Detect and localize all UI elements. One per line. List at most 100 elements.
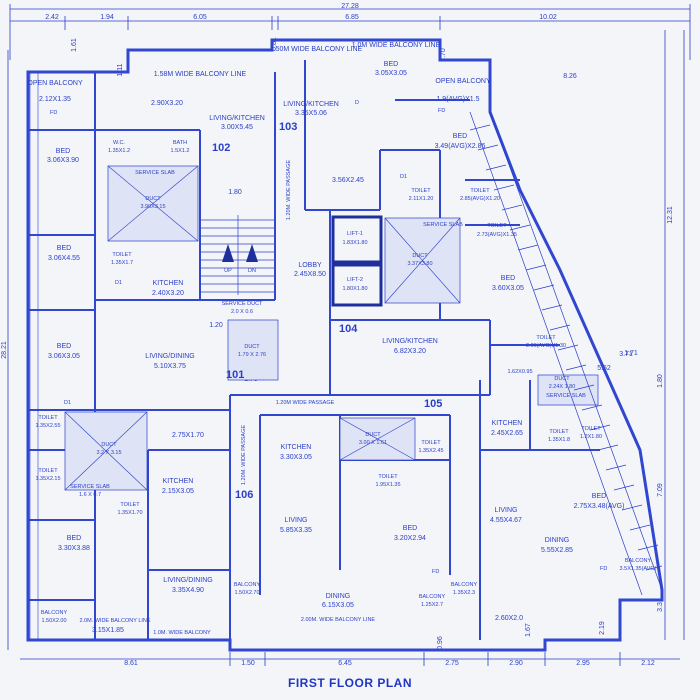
room-name: DUCT [145,196,161,202]
room-name: DUCT [365,432,381,438]
dim-inner-2: 1.11 [117,63,124,76]
fd-note-2: FD [438,108,445,114]
room-name: KITCHEN [492,420,523,427]
room-name: BED [384,61,398,68]
room-size: 2.06(AVG)X1.30 [526,343,566,349]
room-size: 2.75X1.70 [172,432,204,439]
room-name: BALCONY [451,582,478,588]
room-size: 1.62X0.95 [507,369,532,375]
room-size: 2.60X2.0 [495,615,523,622]
stair-up-arrow-icon [222,244,234,262]
room-size: 5.10X3.75 [154,363,186,370]
room-name: KITCHEN [163,478,194,485]
room-name: LIVING [495,507,518,514]
interior-walls [28,60,600,640]
right-balcony-hatch [469,111,663,596]
room-name: BALCONY [419,594,446,600]
room-name: TOILET [411,188,431,194]
dim-inner-7: 1.20 [209,322,223,329]
room-name: TOILET [38,415,58,421]
room-name: 1.0M. WIDE BALCONY [153,630,211,636]
room-size: 1.35X1.8 [548,437,570,443]
room-name: DINING [545,537,570,544]
room-size: 1.35X2.3 [453,590,475,596]
unit-102: 102 [212,142,230,154]
room-size: 3.05X3.05 [375,70,407,77]
service-slab-note-3: SERVICE SLAB [546,393,586,399]
room-size: 1.50X2.00 [41,618,66,624]
room-size: 2.12X1.35 [39,96,71,103]
room-size: 3.15X1.85 [92,627,124,634]
dim-inner-5: 8.26 [563,73,577,80]
room-size: 6.15X3.05 [322,602,354,609]
room-name: TOILET [120,502,140,508]
room-name: KITCHEN [153,280,184,287]
dim-top-1: 2.42 [45,14,59,21]
room-name: DUCT [554,376,570,382]
room-size: 1.5X1.2 [171,148,190,154]
dim-inner-9: 1.71 [624,350,638,357]
room-size: 3.06X4.55 [48,255,80,262]
room-name: LIVING/DINING [163,577,212,584]
room-name: 2.0M. WIDE BALCONY LINE [79,618,150,624]
room-name: BALCONY [625,558,652,564]
room-name: BED [403,525,417,532]
dim-bottom-6: 2.95 [576,660,590,667]
room-size: 1.2X1.80 [580,434,602,440]
room-name: 1.50M WIDE BALCONY LINE [270,46,363,53]
room-name: BED [453,133,467,140]
room-name: LIVING/KITCHEN [382,338,438,345]
room-size: 2.73(AVG)X1.35 [477,232,517,238]
service-slab-note-1: SERVICE SLAB [135,170,175,176]
dim-right-4: 1.80 [657,374,664,388]
room-size: 4.55X4.67 [490,517,522,524]
room-size: 2.90X3.20 [151,100,183,107]
room-name: TOILET [470,188,490,194]
room-name: 1.58M WIDE BALCONY LINE [154,71,247,78]
dim-right-6: 3.31 [657,598,664,612]
room-size: 1.25X2.7 [421,602,443,608]
dim-top-6: 10.02 [539,14,557,21]
room-name: BED [57,343,71,350]
room-name: LOBBY [298,262,322,269]
room-size: 3.00X5.45 [221,124,253,131]
room-size: 3.06X3.05 [48,353,80,360]
room-size: 1.95X1.35 [375,482,400,488]
room-name: KITCHEN [281,444,312,451]
dim-bottom-1: 8.61 [124,660,138,667]
bottom-dimension-chain [20,652,680,666]
dim-inner-11: 2.19 [599,621,606,635]
room-size: 2.45X2.65 [491,430,523,437]
room-size: 3.00 X 1.61 [359,440,387,446]
unit-101: 101 [226,369,244,381]
room-name: TOILET [536,335,556,341]
room-size: 2.24X 1.80 [549,384,576,390]
room-size: 1.35X2.55 [35,423,60,429]
passage-label-1: 1.20M. WIDE PASSAGE [286,160,292,220]
room-name: TOILET [581,426,601,432]
room-size: 2.45X8.50 [294,271,326,278]
dim-inner-6: 0.96 [437,636,444,650]
room-size: 1.35X1.2 [108,148,130,154]
dim-bottom-2: 1.50 [241,660,255,667]
room-name: OPEN BALCONY [435,78,491,85]
room-size: 3.5X1.35(AVG) [620,566,657,572]
room-size: 3.30X3.88 [58,545,90,552]
room-size: 3.30X3.05 [280,454,312,461]
stair-dn-label: DN [248,268,256,274]
stair-dn-arrow-icon [246,244,258,262]
room-size: 3.2 X 3.15 [96,450,121,456]
room-size: 1.9(AVG)X1.5 [436,96,479,103]
room-name: DUCT [412,253,428,259]
room-name: OPEN BALCONY [27,80,83,87]
dim-bottom-7: 2.12 [641,660,655,667]
room-name: LIVING/KITCHEN [283,101,339,108]
right-dimension-chain [664,30,685,640]
fd-note-3: FD [432,569,439,575]
unit-104: 104 [339,323,358,335]
room-name: TOILET [549,429,569,435]
d1-note-1: D1 [64,400,71,406]
room-size: 3.56X2.45 [332,177,364,184]
room-name: BED [56,148,70,155]
